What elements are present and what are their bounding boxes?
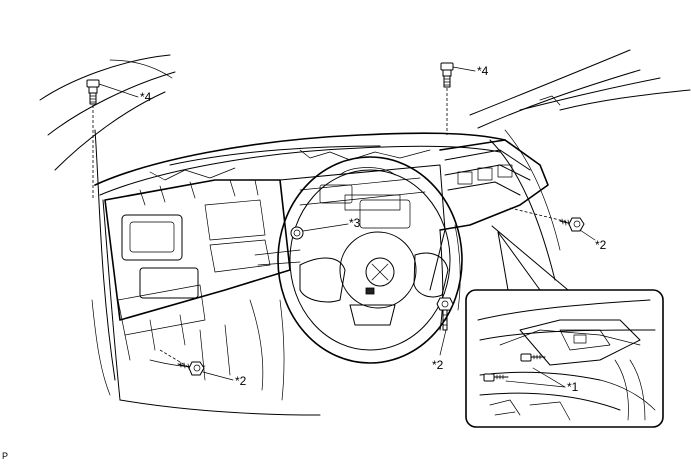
- screw-icon: [440, 62, 454, 88]
- bolt-2-center: [436, 297, 454, 356]
- callout-3: *3: [349, 216, 361, 230]
- bolt-4-right: [440, 62, 476, 135]
- callout-1: *1: [567, 380, 579, 394]
- screw-icon: [86, 79, 100, 105]
- bolt-icon: [483, 373, 509, 382]
- bolt-2-bottom: [159, 349, 234, 381]
- left-dash-frame: [104, 179, 291, 361]
- inset-leader: [491, 225, 569, 291]
- bolt-icon: [559, 217, 585, 232]
- left-a-pillar: [39, 54, 176, 401]
- bolt-icon: [520, 353, 546, 362]
- bolt-4-left: [86, 79, 139, 200]
- detail-inset: [465, 289, 664, 428]
- bolt-icon: [436, 297, 454, 331]
- corner-mark: P: [2, 451, 8, 461]
- bolt-3: [290, 223, 349, 240]
- callout-2-bottom: *2: [235, 374, 247, 388]
- callout-4-left: *4: [140, 90, 152, 104]
- right-dash-end: [439, 139, 549, 331]
- bolt-icon: [290, 226, 304, 240]
- callout-2-right: *2: [595, 238, 607, 252]
- bolt-icon: [177, 361, 205, 376]
- bolt-2-right: [509, 207, 596, 241]
- callout-2-center: *2: [432, 358, 444, 372]
- steering-wheel: [277, 156, 463, 364]
- dashboard-top: [94, 132, 506, 196]
- lower-structure: [119, 299, 321, 416]
- callout-4-right: *4: [477, 64, 489, 78]
